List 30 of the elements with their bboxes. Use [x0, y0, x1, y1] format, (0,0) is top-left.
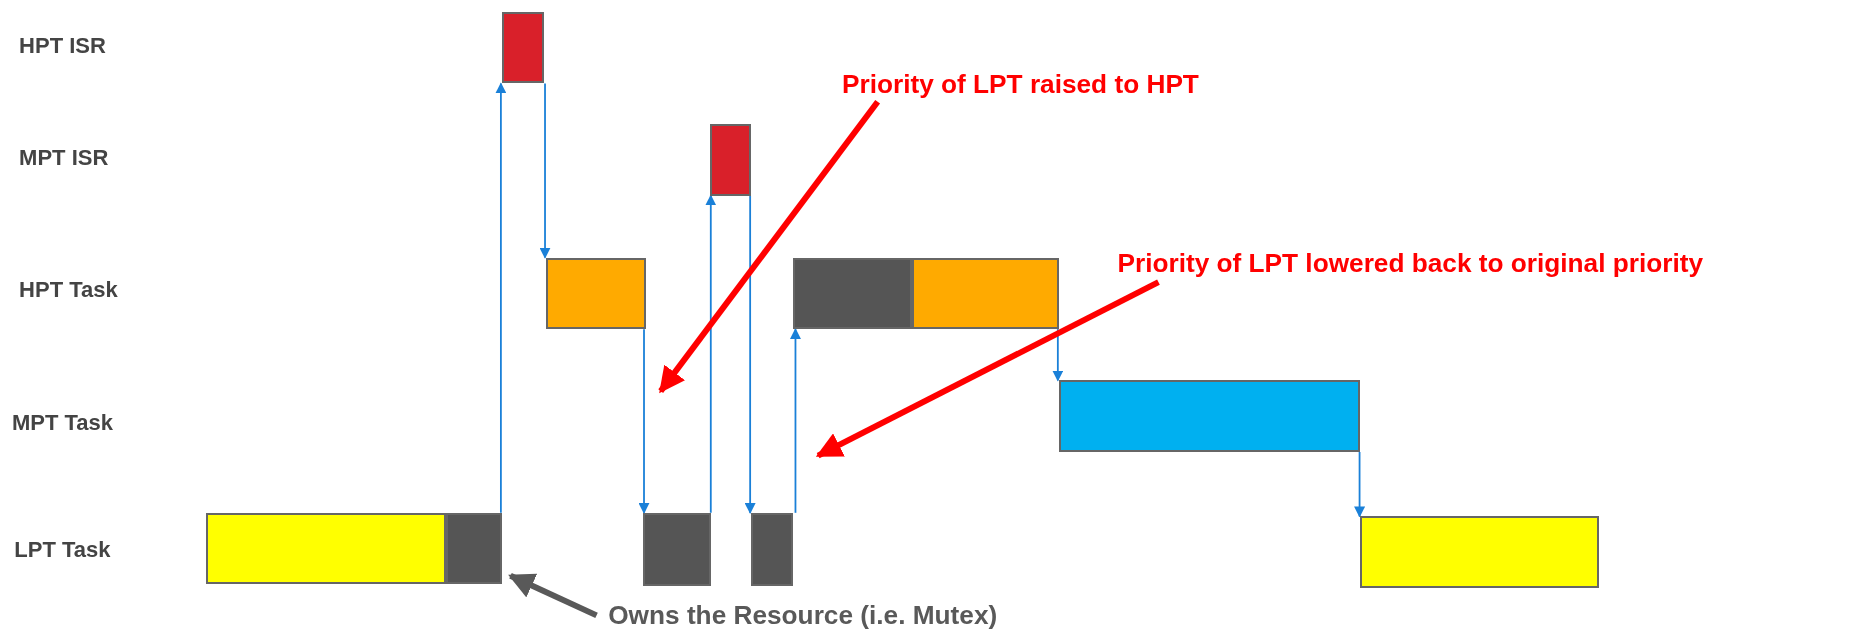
timeline-bar — [793, 257, 913, 330]
arrow — [508, 573, 598, 619]
timeline-bar — [446, 512, 503, 585]
row-label: LPT Task — [14, 536, 111, 563]
callout-text: Priority of LPT raised to HPT — [841, 69, 1199, 101]
arrow — [744, 194, 756, 514]
callout-text: Priority of LPT lowered back to original priority — [1117, 248, 1704, 280]
timeline-bar — [206, 512, 446, 585]
arrow — [638, 328, 650, 514]
arrow — [705, 194, 717, 514]
leader-arrow — [815, 279, 1160, 459]
arrow — [539, 82, 551, 259]
row-label: HPT ISR — [19, 33, 106, 60]
timeline-bar — [1359, 516, 1600, 588]
timeline-bar — [1059, 380, 1360, 452]
callout-text: Owns the Resource (i.e. Mutex) — [608, 599, 998, 631]
row-label: MPT ISR — [19, 145, 109, 172]
arrow — [1354, 451, 1366, 518]
leader-arrow — [658, 99, 881, 394]
timeline-bar — [502, 11, 544, 84]
timeline-bar — [546, 257, 647, 330]
arrow — [1052, 328, 1064, 382]
arrow — [495, 82, 507, 514]
row-label: MPT Task — [11, 410, 113, 437]
timeline-bar — [709, 124, 752, 196]
timeline-bar — [751, 512, 794, 586]
timeline-bar — [912, 257, 1059, 330]
arrow — [789, 328, 801, 514]
row-label: HPT Task — [19, 276, 118, 303]
timeline-bar — [642, 512, 711, 586]
